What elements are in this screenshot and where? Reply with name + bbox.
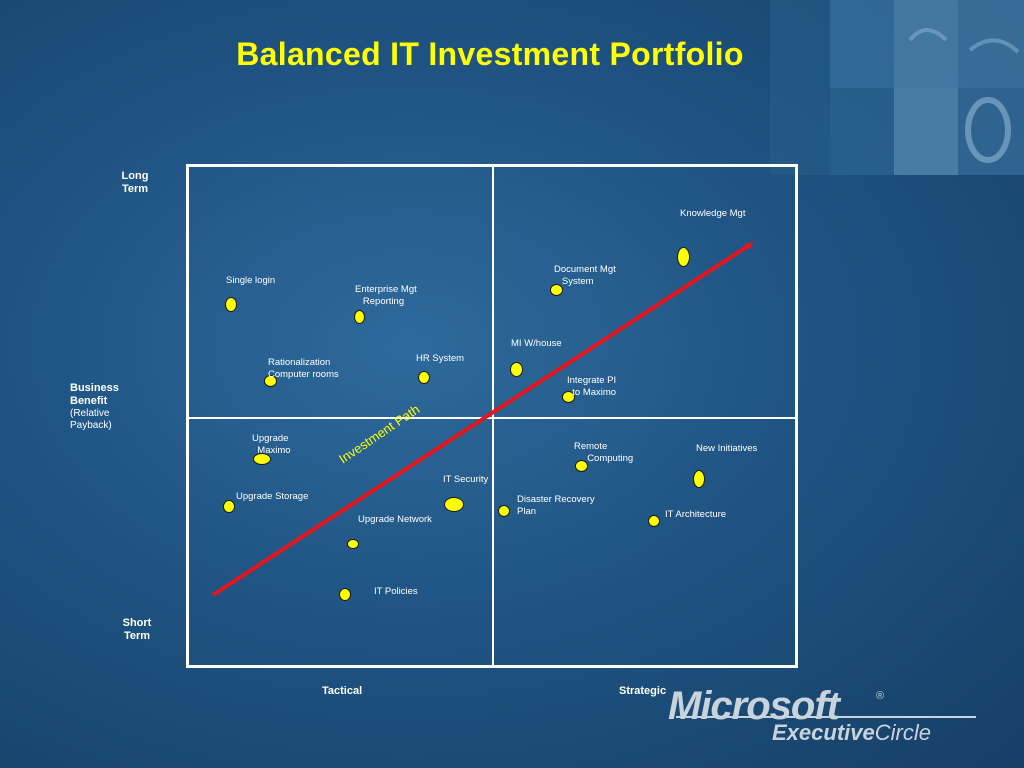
item-label-remote-computing: Remote Computing <box>574 441 634 464</box>
logo-registered-mark: ® <box>876 690 885 702</box>
microsoft-executive-circle-logo: Microsoft ® ExecutiveCircle <box>668 684 988 754</box>
dot-enterprise-mgt-reporting[interactable] <box>354 310 365 324</box>
item-label-it-architecture: IT Architecture <box>665 509 727 520</box>
dot-it-architecture[interactable] <box>648 515 660 527</box>
dot-disaster-recovery-plan[interactable] <box>498 505 510 517</box>
item-label-disaster-recovery-plan: Disaster Recovery Plan <box>517 494 595 517</box>
item-label-integrate-pi-to-maximo: Integrate PI to Maximo <box>567 375 617 398</box>
quadrant-divider-vertical <box>492 166 494 666</box>
item-label-upgrade-maximo: Upgrade Maximo <box>252 433 291 456</box>
y-axis-title: Business Benefit <box>70 382 119 407</box>
logo-brand-text: Microsoft <box>668 684 840 728</box>
dot-it-policies[interactable] <box>339 588 351 601</box>
dot-it-security[interactable] <box>444 497 464 512</box>
x-axis-left-label: Tactical <box>322 685 363 697</box>
logo-subbrand: ExecutiveCircle <box>772 720 931 746</box>
dot-upgrade-maximo[interactable] <box>253 453 271 465</box>
logo-executive-text: Executive <box>772 720 875 745</box>
dot-single-login[interactable] <box>225 297 237 312</box>
item-label-new-initiatives: New Initiatives <box>696 443 758 454</box>
item-label-knowledge-mgt: Knowledge Mgt <box>680 208 746 219</box>
item-label-hr-system: HR System <box>416 353 465 364</box>
item-label-upgrade-network: Upgrade Network <box>358 514 432 525</box>
dot-upgrade-network[interactable] <box>347 539 359 549</box>
quadrant-frame <box>186 164 798 668</box>
page-title: Balanced IT Investment Portfolio <box>236 36 744 72</box>
dot-mi-warehouse[interactable] <box>510 362 523 377</box>
dot-hr-system[interactable] <box>418 371 430 384</box>
dot-integrate-pi-to-maximo[interactable] <box>562 391 575 403</box>
dot-new-initiatives[interactable] <box>693 470 705 488</box>
y-axis-bottom-label: Short Term <box>122 617 152 642</box>
x-axis-right-label: Strategic <box>619 685 667 697</box>
dot-upgrade-storage[interactable] <box>223 500 235 513</box>
item-label-it-security: IT Security <box>443 474 489 485</box>
dot-knowledge-mgt[interactable] <box>677 247 690 267</box>
decorative-photo-collage <box>770 0 1024 175</box>
dot-document-mgt-system[interactable] <box>550 284 563 296</box>
item-label-mi-warehouse: MI W/house <box>511 338 562 349</box>
quadrant-divider-horizontal <box>188 417 796 419</box>
item-label-rationalization-computer-rooms: Rationalization Computer rooms <box>268 357 339 380</box>
item-label-document-mgt-system: Document Mgt System <box>554 264 616 287</box>
item-label-upgrade-storage: Upgrade Storage <box>236 491 309 502</box>
item-label-it-policies: IT Policies <box>374 586 418 597</box>
item-label-single-login: Single login <box>226 275 276 286</box>
dot-remote-computing[interactable] <box>575 460 588 472</box>
logo-rule <box>676 716 976 718</box>
y-axis-subtitle: (Relative Payback) <box>70 408 112 431</box>
dot-rationalization-computer-rooms[interactable] <box>264 375 277 387</box>
logo-circle-text: Circle <box>874 720 931 745</box>
y-axis-top-label: Long Term <box>121 170 149 195</box>
item-label-enterprise-mgt-reporting: Enterprise Mgt Reporting <box>355 284 417 307</box>
